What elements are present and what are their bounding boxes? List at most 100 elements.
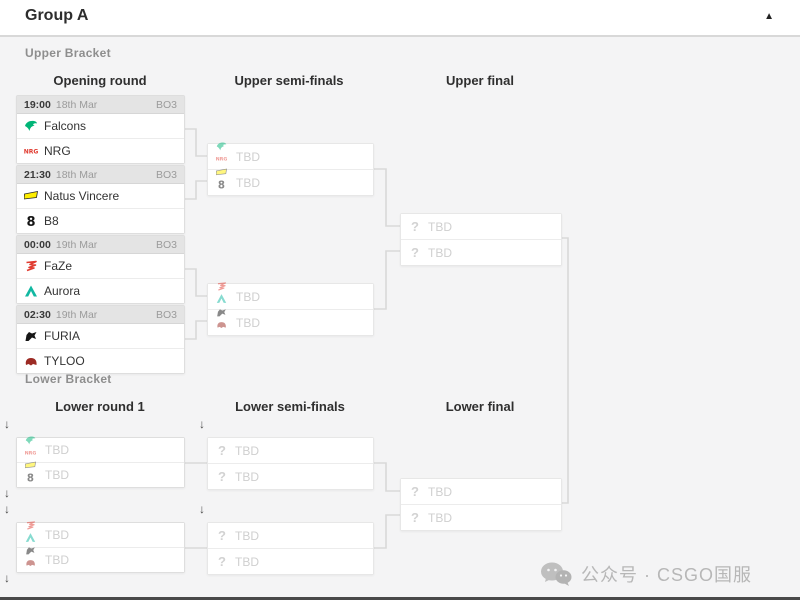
team-row-furia[interactable]: FURIA [17,324,184,348]
tbd-label: TBD [236,175,260,190]
match-date: 18th Mar [55,168,98,181]
team-name: Natus Vincere [44,189,120,203]
match-time: 21:30 [24,168,51,181]
team-row-nrg[interactable]: NRG [17,138,184,163]
collapse-chevron-icon[interactable]: ▲ [764,11,774,22]
possible-teams-icons [215,142,230,169]
match-date: 19th Mar [55,238,98,251]
natus-vincere-logo-icon [216,168,227,176]
tbd-team-row[interactable]: ? TBD [208,548,373,574]
tbd-label: TBD [236,289,260,304]
match-card-upper-semi-1[interactable]: TBD TBD [207,142,374,196]
team-name: FaZe [44,259,73,273]
team-row-faze[interactable]: FaZe [17,254,184,278]
tbd-team-row[interactable]: ? TBD [208,463,373,489]
match-format: BO3 [155,308,177,321]
tbd-team-row[interactable]: ? TBD [208,523,373,548]
tbd-team-row[interactable]: TBD [208,142,373,169]
b8-logo-icon [26,473,35,483]
upper-bracket-label: Upper Bracket [25,46,111,60]
team-name: B8 [44,214,59,228]
match-date: 18th Mar [55,98,98,111]
faze-logo-icon [25,260,37,272]
page-title: Group A [25,7,89,24]
aurora-logo-icon [216,294,227,303]
column-header-lower-final: Lower final [445,399,515,414]
drop-arrow-icon: ↓ [4,571,10,585]
tbd-team-row[interactable]: ? TBD [401,479,561,504]
falcons-logo-icon [25,436,36,445]
tbd-team-row[interactable]: TBD [208,309,373,335]
tbd-team-row[interactable]: TBD [17,436,184,462]
bottom-edge [0,597,800,600]
match-card-upper-semi-2[interactable]: TBD TBD [207,282,374,336]
team-name: FURIA [44,329,80,343]
team-name: TYLOO [44,354,85,368]
tbd-label: TBD [45,468,69,482]
column-header-upper-semi-finals: Upper semi-finals [234,73,344,88]
possible-teams-icons [215,309,230,335]
team-row-falcons[interactable]: Falcons [17,114,184,138]
question-icon: ? [411,484,419,499]
question-icon: ? [411,219,419,234]
tbd-team-row[interactable]: TBD [17,461,184,487]
match-time: 00:00 [24,238,51,251]
team-row-navi[interactable]: Natus Vincere [17,184,184,208]
tbd-team-row[interactable]: TBD [17,547,184,572]
possible-teams-icons [24,521,39,547]
match-card-lower-round1-2[interactable]: TBD TBD [16,521,185,573]
match-card-lower-semi-2[interactable]: ? TBD ? TBD [207,522,374,575]
match-card-lower-round1-1[interactable]: TBD TBD [16,436,185,488]
team-name: Falcons [44,119,87,133]
match-card-lower-semi-1[interactable]: ? TBD ? TBD [207,437,374,490]
match-format: BO3 [155,168,177,181]
match-card-opening-2[interactable]: 21:30 18th Mar BO3 Natus Vincere B8 [16,165,185,234]
drop-arrow-icon: ↓ [4,486,10,500]
question-icon: ? [218,554,226,569]
aurora-logo-icon [25,285,37,297]
tbd-team-row[interactable]: ? TBD [401,504,561,530]
tbd-team-row[interactable]: ? TBD [208,438,373,463]
tbd-team-row[interactable]: TBD [208,282,373,309]
watermark-text: 公众号 · CSGO国服 [581,565,753,585]
question-icon: ? [218,443,226,458]
tbd-label: TBD [235,443,259,458]
match-card-lower-final[interactable]: ? TBD ? TBD [400,478,562,531]
tbd-team-row[interactable]: TBD [208,168,373,195]
team-row-b8[interactable]: B8 [17,208,184,233]
tbd-team-row[interactable]: ? TBD [401,214,561,239]
nrg-logo-icon [25,450,36,457]
drop-arrow-icon: ↓ [4,502,10,516]
match-time: 02:30 [24,308,51,321]
team-name: NRG [44,144,71,158]
falcons-logo-icon [216,142,227,151]
possible-teams-icons [24,436,39,462]
tbd-label: TBD [428,245,452,260]
question-icon: ? [218,469,226,484]
team-row-aurora[interactable]: Aurora [17,278,184,303]
tbd-label: TBD [428,219,452,234]
lower-bracket-label: Lower Bracket [25,372,112,386]
possible-teams-icons [215,168,230,195]
match-format: BO3 [155,98,177,111]
natus-vincere-logo-icon [24,191,38,200]
match-card-upper-final[interactable]: ? TBD ? TBD [400,213,562,266]
drop-arrow-icon: ↓ [4,417,10,431]
watermark: 公众号 · CSGO国服 [540,561,752,587]
match-card-opening-3[interactable]: 00:00 19th Mar BO3 FaZe Aurora [16,235,185,304]
group-header[interactable]: Group A ▲ [0,0,800,37]
tbd-team-row[interactable]: TBD [17,521,184,547]
team-row-tyloo[interactable]: TYLOO [17,348,184,373]
match-time: 19:00 [24,98,51,111]
wechat-icon [541,562,572,586]
tbd-team-row[interactable]: ? TBD [401,239,561,265]
question-icon: ? [411,245,419,260]
match-card-opening-1[interactable]: 19:00 18th Mar BO3 Falcons NRG [16,95,185,164]
team-name: Aurora [44,284,81,298]
match-header: 00:00 19th Mar BO3 [17,236,184,254]
match-card-opening-4[interactable]: 02:30 19th Mar BO3 FURIA TYLOO [16,305,185,374]
tbd-label: TBD [236,149,260,164]
column-header-upper-final: Upper final [446,73,514,88]
tyloo-logo-icon [25,358,37,366]
